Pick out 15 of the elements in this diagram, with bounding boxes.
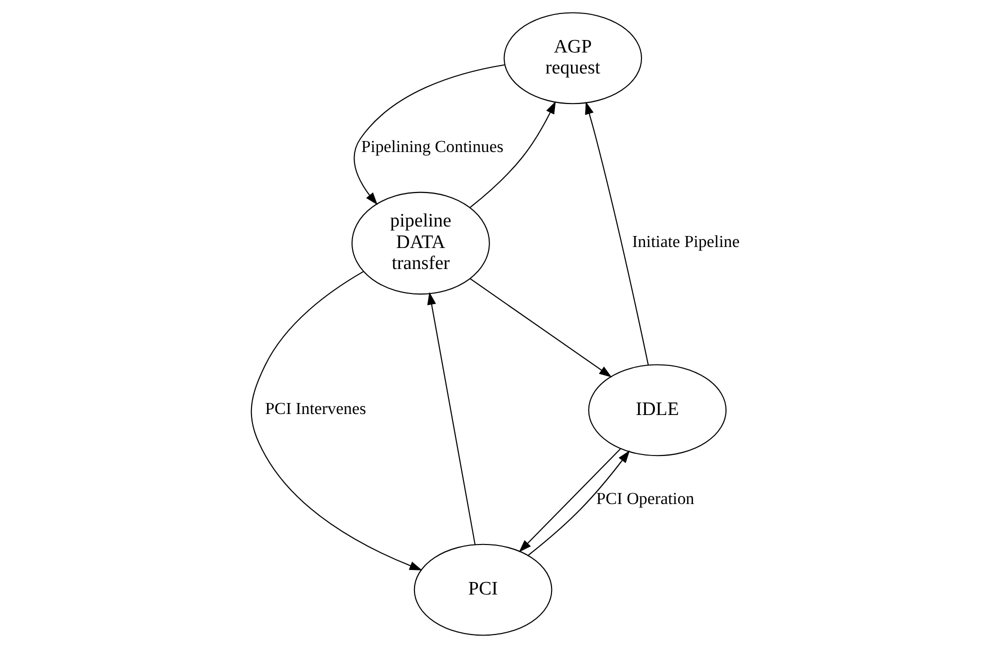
node-ellipse: PCI [413, 544, 552, 636]
arrow [584, 102, 648, 365]
node-ellipse: IDLE [588, 364, 726, 456]
edge-label: PCI Intervenes [264, 399, 366, 418]
arrow [426, 292, 476, 545]
edge-label: Initiate Pipeline [632, 232, 740, 252]
arrow [469, 101, 556, 208]
arrow [518, 448, 620, 552]
arrow [469, 278, 612, 378]
edge-label: Pipelining Continues [360, 137, 503, 156]
arrow [250, 271, 422, 570]
edge-label: PCI Operation [596, 489, 694, 508]
node-ellipse: AGP request [503, 12, 642, 104]
arrow [528, 450, 630, 556]
arrow [353, 64, 504, 206]
